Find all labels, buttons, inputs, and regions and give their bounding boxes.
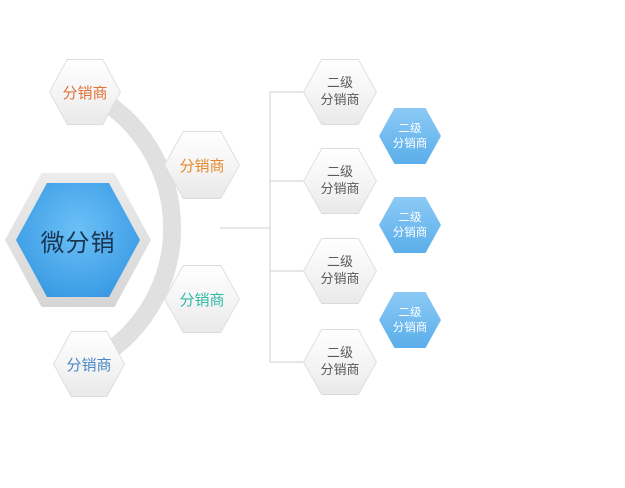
primary-node-label: 分销商 <box>179 156 225 175</box>
primary-node-label: 分销商 <box>66 355 112 374</box>
blue-node-3: 二级 分销商 <box>379 292 441 348</box>
secondary-node-2: 二级 分销商 <box>304 149 376 213</box>
blue-node-2: 二级 分销商 <box>379 197 441 253</box>
secondary-node-line2: 分销商 <box>320 182 360 197</box>
secondary-node-line2: 分销商 <box>320 272 360 287</box>
blue-node-line1: 二级 <box>398 210 422 224</box>
arc-connector <box>79 83 182 373</box>
blue-node-line2: 分销商 <box>392 320 428 334</box>
secondary-node-line1: 二级 <box>326 76 353 91</box>
secondary-node-line1: 二级 <box>326 255 353 270</box>
secondary-node-line2: 分销商 <box>320 93 360 108</box>
secondary-node-line1: 二级 <box>326 346 353 361</box>
blue-node-1: 二级 分销商 <box>379 108 441 164</box>
blue-node-line2: 分销商 <box>392 136 428 150</box>
primary-node-label: 分销商 <box>62 83 108 102</box>
blue-node-line2: 分销商 <box>392 225 428 239</box>
blue-node-line1: 二级 <box>398 305 422 319</box>
secondary-node-line2: 分销商 <box>320 363 360 378</box>
blue-node-line1: 二级 <box>398 121 422 135</box>
center-label: 微分销 <box>40 228 116 257</box>
secondary-node-line1: 二级 <box>326 165 353 180</box>
primary-node-label: 分销商 <box>179 290 225 309</box>
